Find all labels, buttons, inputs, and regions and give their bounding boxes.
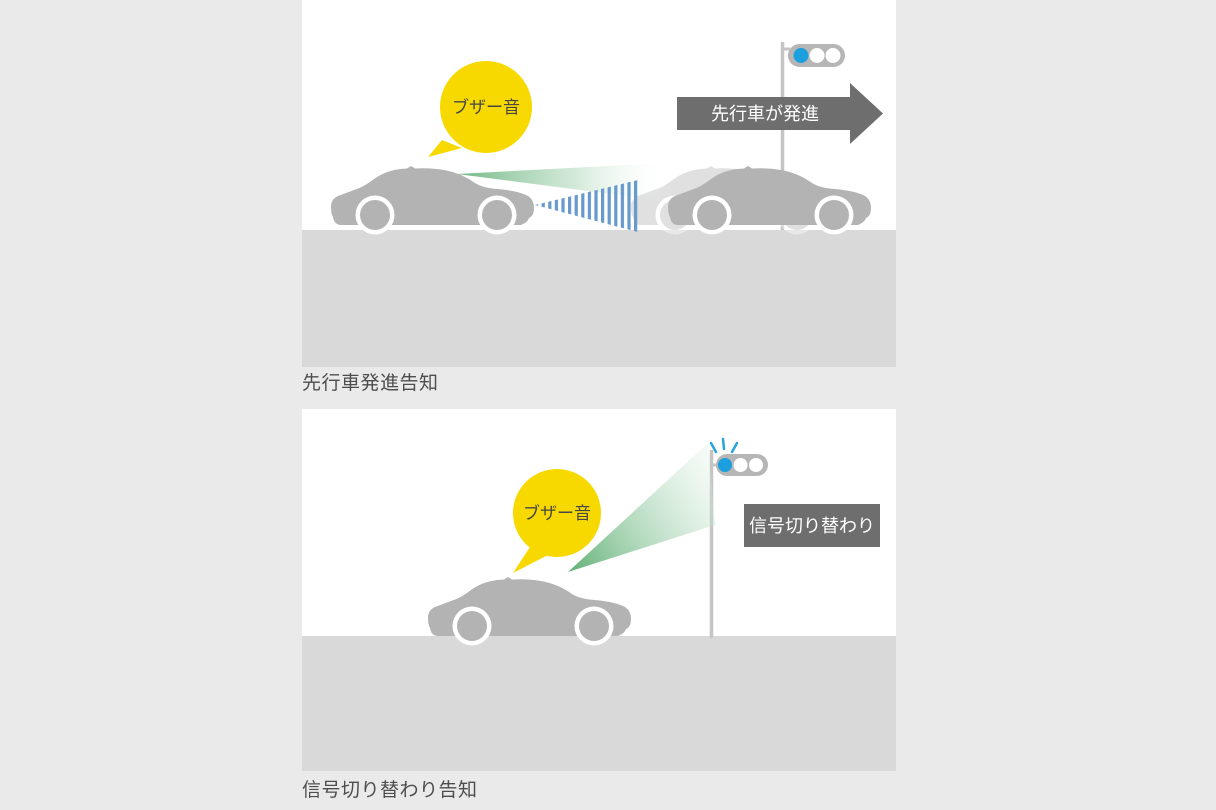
signal-change-sign: 信号切り替わり bbox=[744, 504, 880, 547]
traffic-light-icon bbox=[709, 437, 768, 476]
panel-preceding-car-departure: 先行車が発進 ブザー音 bbox=[302, 0, 896, 367]
radar-wave-icon bbox=[535, 180, 638, 232]
buzzer-bubble: ブザー音 bbox=[513, 469, 601, 573]
camera-beam bbox=[568, 443, 715, 572]
departure-arrow: 先行車が発進 bbox=[677, 83, 883, 144]
arrow-right-icon bbox=[677, 83, 883, 144]
buzzer-bubble: ブザー音 bbox=[428, 61, 532, 157]
departure-arrow-label: 先行車が発進 bbox=[711, 104, 819, 124]
scene-preceding-car-departure: 先行車が発進 ブザー音 bbox=[302, 42, 896, 367]
road-surface bbox=[302, 230, 896, 367]
caption-preceding-car-departure: 先行車発進告知 bbox=[302, 373, 439, 394]
traffic-light-icon bbox=[788, 44, 845, 67]
signal-off-lamp bbox=[733, 458, 748, 472]
signal-change-sign-label: 信号切り替わり bbox=[749, 516, 875, 536]
scene-signal-change: ブザー音 信号切り替わり bbox=[302, 437, 896, 771]
buzzer-bubble-label: ブザー音 bbox=[452, 97, 520, 117]
signal-blue-lamp bbox=[718, 458, 732, 472]
caption-signal-change: 信号切り替わり告知 bbox=[302, 780, 478, 801]
waiting-car bbox=[428, 577, 631, 646]
panel-signal-change: ブザー音 信号切り替わり bbox=[302, 409, 896, 771]
road-surface bbox=[302, 636, 896, 771]
buzzer-bubble-label: ブザー音 bbox=[523, 503, 591, 523]
signal-off-lamp bbox=[825, 48, 841, 63]
signal-blue-lamp bbox=[793, 48, 809, 63]
signal-off-lamp bbox=[749, 458, 763, 472]
signal-off-lamp bbox=[809, 48, 825, 63]
blink-rays-icon bbox=[709, 437, 739, 454]
